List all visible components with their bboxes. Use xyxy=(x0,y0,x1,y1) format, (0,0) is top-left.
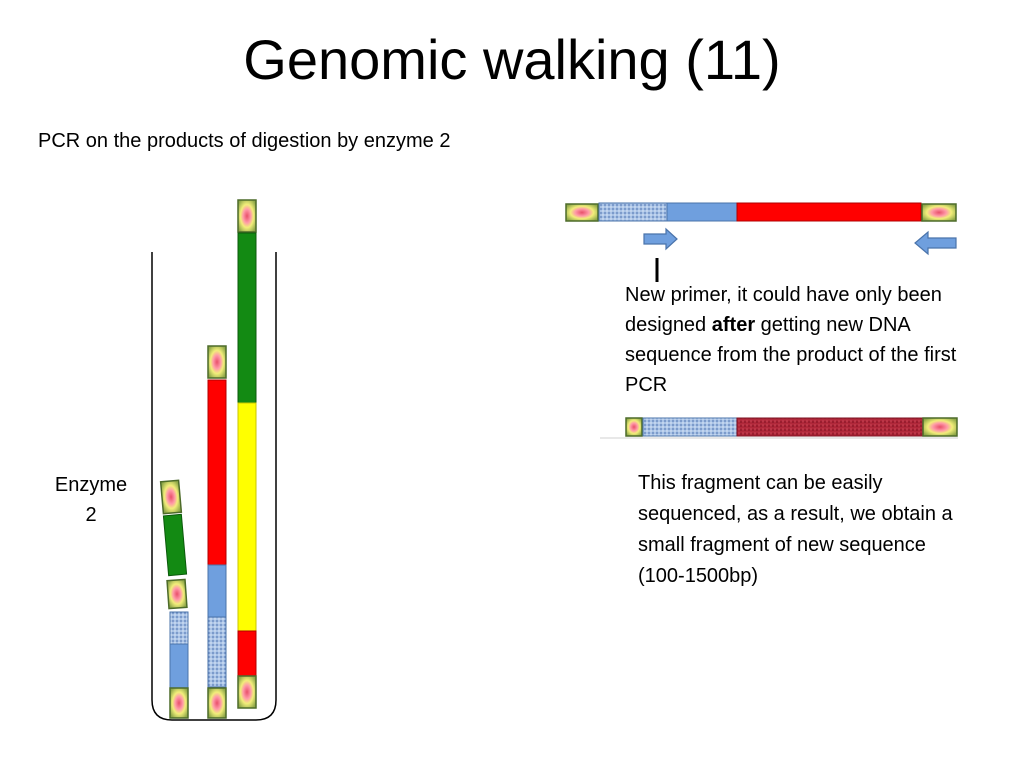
blue-segment xyxy=(207,564,227,618)
textured-blue-segment xyxy=(207,616,227,688)
green-segment xyxy=(237,232,257,404)
adapter xyxy=(237,675,257,709)
fragment-note: This fragment can be easily sequenced, a… xyxy=(638,472,953,587)
adapter xyxy=(159,479,183,515)
forward-primer-arrow xyxy=(643,227,678,251)
green-segment xyxy=(162,513,188,577)
medium-dna-fragment xyxy=(207,345,227,719)
adapter xyxy=(921,203,957,222)
blue-segment xyxy=(666,202,738,222)
adapter xyxy=(207,345,227,379)
adapter xyxy=(169,687,189,719)
adapter xyxy=(565,203,599,222)
red-segment xyxy=(237,630,257,677)
slide-title: Genomic walking (11) xyxy=(243,28,781,91)
primer-note-emphasis: after xyxy=(711,314,756,336)
slide-subtitle: PCR on the products of digestion by enzy… xyxy=(38,130,451,152)
test-tube-outline xyxy=(151,252,277,721)
red-segment xyxy=(736,202,922,222)
primer-note: New primer, it could have only been desi… xyxy=(625,280,965,400)
textured-red-segment xyxy=(736,417,924,437)
short-dna-fragment xyxy=(159,479,189,719)
adapter xyxy=(207,687,227,719)
enzyme-label: Enzyme 2 xyxy=(46,470,136,530)
tall-dna-fragment xyxy=(237,199,257,709)
primer-note-text-end: getting new DNA sequence from the produc… xyxy=(625,314,957,396)
blue-segment xyxy=(169,643,189,689)
adapter xyxy=(237,199,257,233)
red-segment xyxy=(207,379,227,566)
reverse-primer-arrow xyxy=(914,230,957,256)
adapter xyxy=(166,578,188,610)
textured-blue-segment xyxy=(642,417,738,437)
enzyme-label-line2: 2 xyxy=(85,504,97,526)
adapter xyxy=(625,417,643,437)
textured-blue-segment xyxy=(169,611,189,645)
primer-note-text: New primer, it could have only been desi… xyxy=(625,284,942,336)
pcr-template-fragment xyxy=(565,202,957,222)
yellow-segment xyxy=(237,402,257,632)
textured-blue-segment xyxy=(598,202,668,222)
enzyme-label-line1: Enzyme xyxy=(54,474,128,496)
pcr-product-fragment xyxy=(625,417,958,437)
adapter xyxy=(922,417,958,437)
